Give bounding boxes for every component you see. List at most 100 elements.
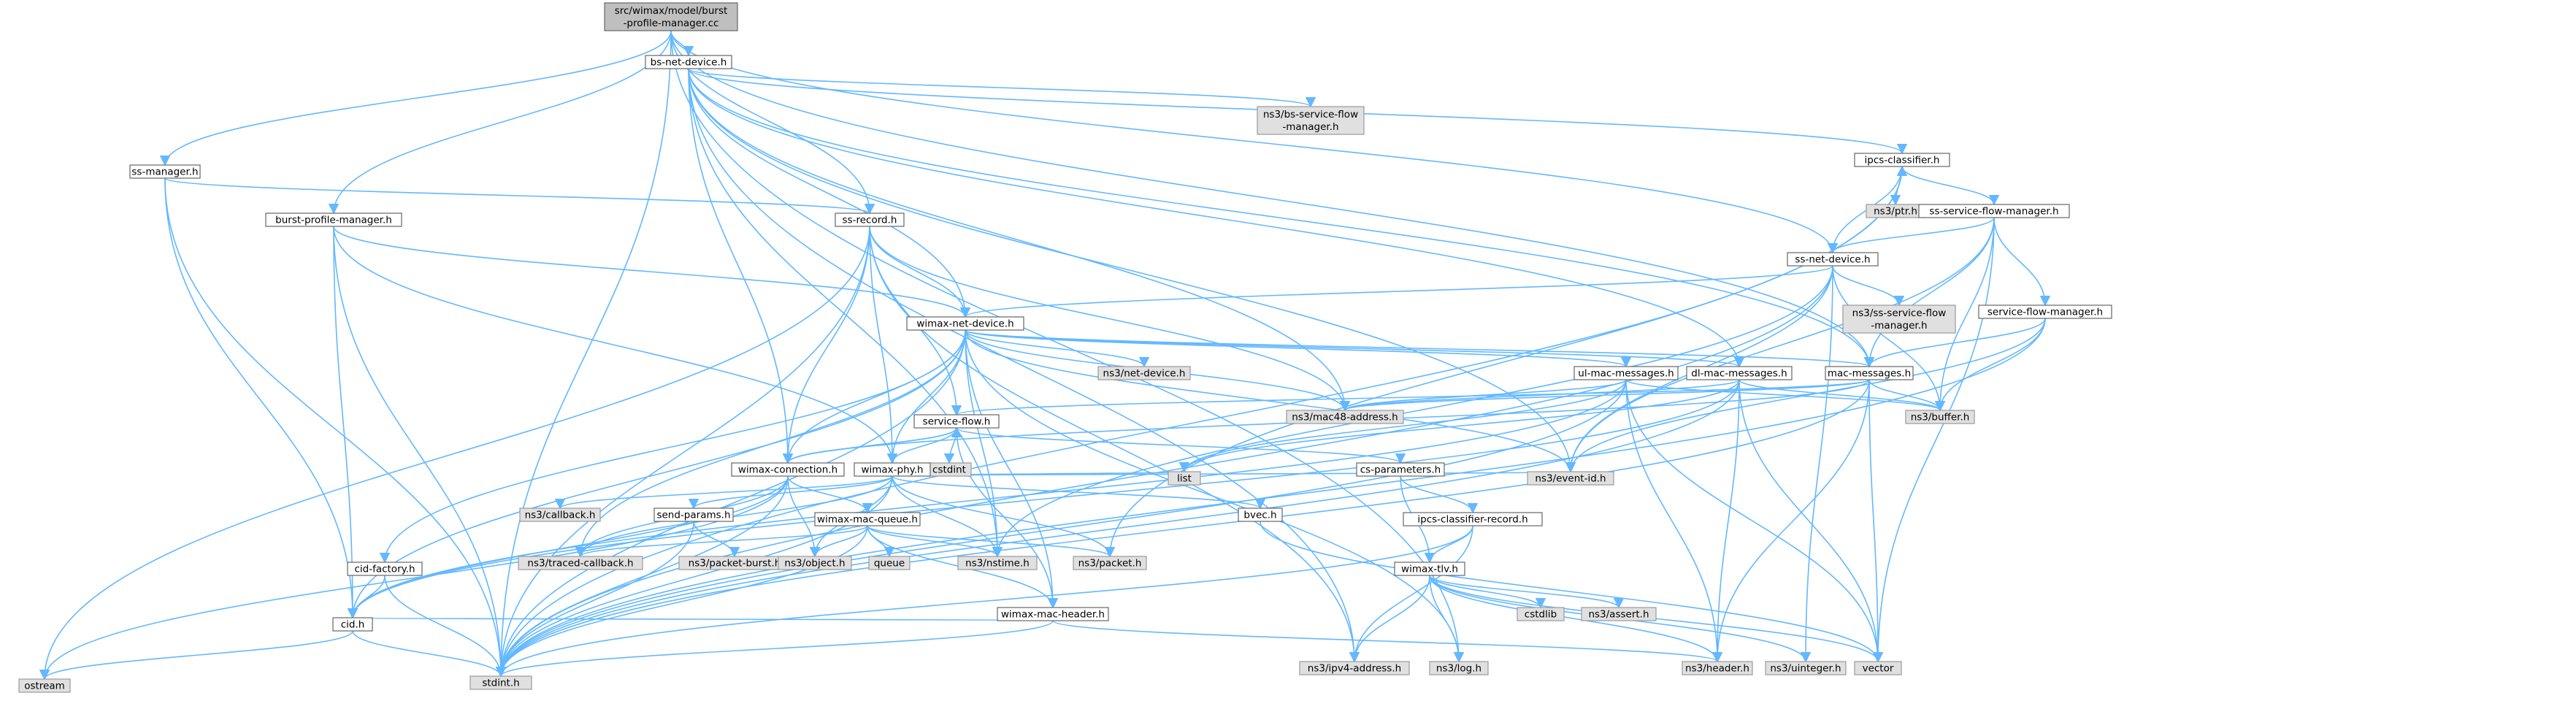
node-label: ns3/nstime.h bbox=[965, 558, 1030, 570]
node-send-params[interactable]: send-params.h bbox=[653, 507, 734, 522]
edge-ss_record-to-wimax_connection bbox=[782, 226, 870, 464]
node-label: ns3/bs-service-flow bbox=[1263, 109, 1358, 120]
node-cstdint: cstdint bbox=[927, 462, 972, 477]
edge-ipcs_classifier-to-ss_service_flow_manager bbox=[1901, 166, 2000, 206]
edge-service_flow_manager-to-ns3_event_id bbox=[1565, 318, 2046, 473]
edge-wimax_mac_header-to-ns3_header bbox=[1052, 620, 1722, 663]
node-box bbox=[653, 507, 734, 522]
node-box bbox=[997, 607, 1109, 621]
edge-ss_service_flow_manager-to-service_flow_manager bbox=[1993, 217, 2051, 307]
edge-wimax_mac_queue-to-stdint bbox=[495, 525, 868, 678]
node-box bbox=[1097, 366, 1191, 380]
node-wimax-net-device[interactable]: wimax-net-device.h bbox=[906, 316, 1024, 331]
edge-mac_messages-to-stdint bbox=[495, 379, 1870, 678]
node-label: ul-mac-messages.h bbox=[1578, 368, 1674, 380]
node-root[interactable]: src/wimax/model/burst-profile-manager.cc bbox=[604, 2, 738, 31]
nodes-layer: src/wimax/model/burst-profile-manager.cc… bbox=[18, 2, 2112, 693]
node-ss-manager[interactable]: ss-manager.h bbox=[129, 164, 201, 179]
edge-mac_messages-to-vector bbox=[1868, 379, 1884, 663]
edge-ul_mac_messages-to-vector bbox=[1625, 379, 1884, 663]
node-box bbox=[347, 562, 423, 576]
node-ul-mac-messages[interactable]: ul-mac-messages.h bbox=[1573, 366, 1679, 380]
node-dl-mac-messages[interactable]: dl-mac-messages.h bbox=[1686, 366, 1793, 380]
node-bs-net-device[interactable]: bs-net-device.h bbox=[645, 55, 732, 69]
edge-ss_service_flow_manager-to-ss_net_device bbox=[1827, 217, 1995, 254]
node-box bbox=[1168, 471, 1201, 486]
node-label: wimax-net-device.h bbox=[916, 318, 1013, 330]
node-box bbox=[265, 212, 402, 227]
node-ss-record[interactable]: ss-record.h bbox=[835, 212, 905, 227]
node-box bbox=[332, 617, 373, 632]
node-cid-factory[interactable]: cid-factory.h bbox=[347, 562, 423, 576]
node-label: wimax-phy.h bbox=[861, 464, 923, 476]
node-label: ns3/packet-burst.h bbox=[689, 558, 781, 570]
node-label: wimax-tlv.h bbox=[1401, 564, 1458, 575]
node-ns3-mac48-address: ns3/mac48-address.h bbox=[1286, 410, 1404, 424]
node-box bbox=[1403, 512, 1543, 526]
node-label: ns3/buffer.h bbox=[1911, 412, 1970, 424]
node-label: queue bbox=[874, 558, 905, 570]
node-box bbox=[1854, 661, 1902, 675]
edge-dl_mac_messages-to-vector bbox=[1739, 379, 1884, 663]
edge-ss_service_flow_manager-to-ns3_event_id bbox=[1565, 217, 1995, 473]
edge-wimax_tlv-to-cstdlib bbox=[1429, 575, 1546, 609]
node-burst-profile-manager[interactable]: burst-profile-manager.h bbox=[265, 212, 402, 227]
node-service-flow[interactable]: service-flow.h bbox=[913, 414, 1000, 429]
node-ipcs-classifier[interactable]: ipcs-classifier.h bbox=[1854, 153, 1950, 167]
node-ss-service-flow-manager[interactable]: ss-service-flow-manager.h bbox=[1918, 204, 2070, 218]
node-ss-net-device[interactable]: ss-net-device.h bbox=[1787, 252, 1879, 267]
edge-mac_messages-to-ns3_header bbox=[1711, 379, 1870, 663]
node-ns3-object: ns3/object.h bbox=[778, 556, 852, 570]
node-label: bs-net-device.h bbox=[651, 57, 727, 69]
edge-dl_mac_messages-to-cid bbox=[347, 379, 1740, 619]
edge-send_params-to-ns3_packet_burst bbox=[693, 521, 740, 558]
edge-cid-to-ostream bbox=[39, 630, 353, 681]
edge-wimax_connection-to-cid bbox=[347, 475, 789, 619]
node-box bbox=[835, 212, 905, 227]
node-wimax-connection[interactable]: wimax-connection.h bbox=[731, 462, 845, 477]
node-box bbox=[1573, 366, 1679, 380]
edge-burst_profile_manager-to-wimax_phy bbox=[333, 226, 898, 464]
node-box bbox=[1394, 562, 1465, 576]
edge-wimax_mac_header-to-cid bbox=[352, 616, 1054, 629]
edge-wimax_phy-to-ns3_traced_callback bbox=[575, 475, 893, 558]
node-label: ns3/assert.h bbox=[1588, 609, 1649, 621]
edge-burst_profile_manager-to-cid bbox=[333, 226, 359, 619]
edge-wimax_tlv-to-ns3_header bbox=[1429, 575, 1723, 663]
node-box bbox=[731, 462, 845, 477]
node-mac-messages[interactable]: mac-messages.h bbox=[1825, 366, 1914, 380]
node-ns3-traced-callback: ns3/traced-callback.h bbox=[518, 556, 643, 570]
node-label: -profile-manager.cc bbox=[624, 18, 719, 29]
node-wimax-mac-header[interactable]: wimax-mac-header.h bbox=[997, 607, 1109, 621]
node-wimax-tlv[interactable]: wimax-tlv.h bbox=[1394, 562, 1465, 576]
edge-ss_net_device-to-ns3_buffer bbox=[1832, 265, 1946, 412]
edge-ipcs_classifier-to-stdint bbox=[495, 166, 1903, 678]
node-box bbox=[1257, 106, 1365, 135]
edge-service_flow-to-wimax_phy bbox=[886, 427, 957, 464]
node-service-flow-manager[interactable]: service-flow-manager.h bbox=[1978, 304, 2112, 319]
node-label: service-flow-manager.h bbox=[1987, 307, 2103, 318]
node-label: ns3/log.h bbox=[1436, 663, 1481, 675]
node-cs-parameters[interactable]: cs-parameters.h bbox=[1356, 462, 1445, 477]
node-label: ns3/event-id.h bbox=[1535, 473, 1606, 485]
node-box bbox=[868, 556, 911, 570]
node-box bbox=[1356, 462, 1445, 477]
node-ns3-bs-service-flow-manager: ns3/bs-service-flow-manager.h bbox=[1257, 106, 1365, 135]
node-box bbox=[518, 556, 643, 570]
node-label: ipcs-classifier-record.h bbox=[1417, 514, 1527, 526]
edge-wimax_tlv-to-ns3_assert bbox=[1429, 575, 1625, 609]
node-bvec[interactable]: bvec.h bbox=[1238, 507, 1283, 522]
edge-ss_record-to-ns3_ipv4_address bbox=[869, 226, 1360, 663]
node-label: cstdint bbox=[932, 464, 966, 476]
node-label: service-flow.h bbox=[923, 416, 991, 428]
edge-wimax_connection-to-ostream bbox=[39, 475, 789, 681]
node-label: ss-net-device.h bbox=[1795, 254, 1870, 266]
node-wimax-mac-queue[interactable]: wimax-mac-queue.h bbox=[814, 512, 921, 526]
node-cid[interactable]: cid.h bbox=[332, 617, 373, 632]
edge-wimax_net_device-to-cid_factory bbox=[379, 329, 966, 564]
edge-wimax_net_device-to-mac_messages bbox=[965, 329, 1874, 368]
node-ipcs-classifier-record[interactable]: ipcs-classifier-record.h bbox=[1403, 512, 1543, 526]
node-box bbox=[1854, 153, 1950, 167]
node-wimax-phy[interactable]: wimax-phy.h bbox=[854, 462, 931, 477]
edge-burst_profile_manager-to-stdint bbox=[333, 226, 507, 678]
